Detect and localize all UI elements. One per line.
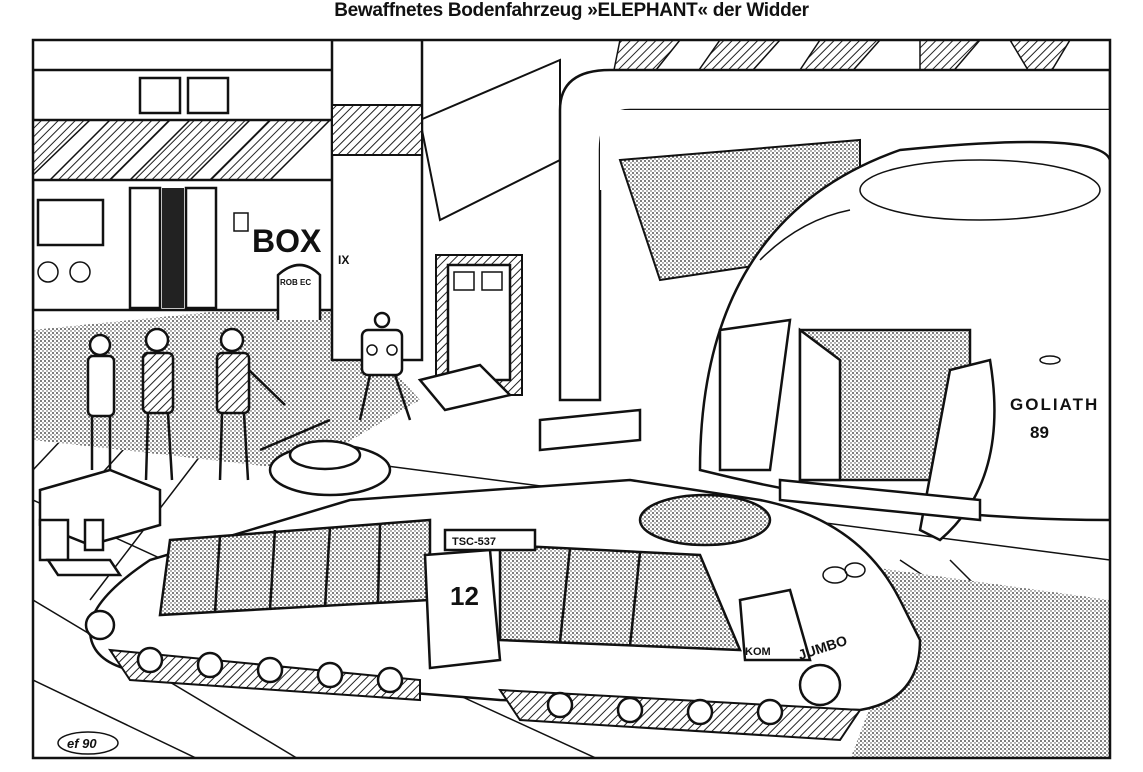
soldier	[215, 327, 286, 481]
central-column	[330, 40, 424, 362]
arched-door	[276, 263, 322, 320]
door-left	[128, 186, 162, 310]
spaceship-goliath: GOLIATH 89	[698, 140, 1110, 542]
vehicle-elephant: TSC-537 12 KOM JUMBO	[84, 418, 922, 742]
door-label: ROB EC	[280, 278, 311, 287]
control-console	[417, 254, 523, 412]
wall-monitor	[36, 198, 105, 247]
box-lettering: BOX IX	[252, 223, 349, 267]
box-number-label: IX	[338, 253, 349, 267]
door-right	[184, 186, 218, 310]
soldier	[141, 327, 175, 481]
illustration-title: Bewaffnetes Bodenfahrzeug »ELEPHANT« der…	[334, 0, 809, 21]
turret-gun	[259, 418, 331, 452]
robot	[358, 311, 412, 421]
hatch-label: KOM	[745, 646, 771, 658]
soldier	[86, 333, 116, 470]
vehicle-number-label: 12	[450, 581, 479, 611]
artist-signature: ef 90	[67, 736, 97, 751]
ship-number-label: 89	[1030, 423, 1049, 442]
box-label: BOX	[252, 223, 322, 259]
hatch-door-left	[718, 318, 792, 472]
vehicle-code-label: TSC-537	[452, 536, 496, 548]
soldiers	[86, 327, 286, 481]
crates	[38, 468, 162, 577]
illustration-frame	[31, 38, 1112, 760]
vehicle-door	[423, 548, 502, 670]
ship-name-label: GOLIATH	[1010, 395, 1099, 414]
